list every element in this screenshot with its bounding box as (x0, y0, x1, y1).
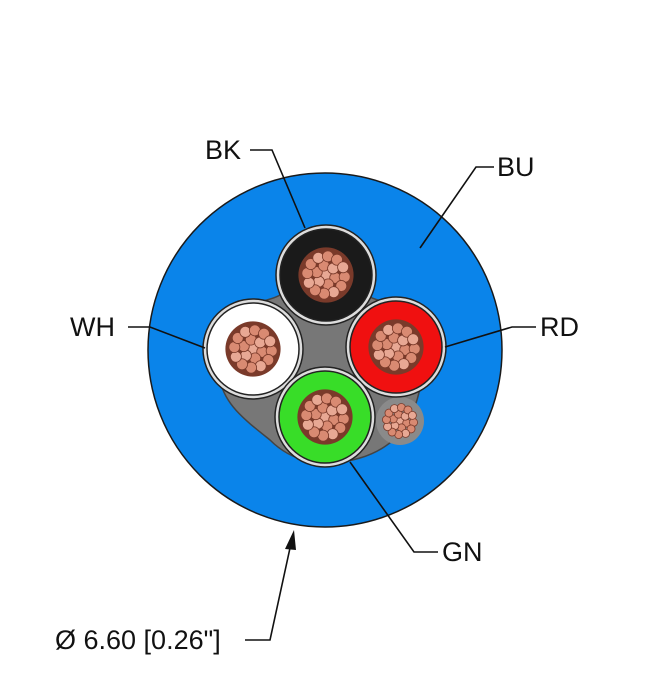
copper-strand (264, 335, 277, 348)
copper-strand (229, 350, 242, 363)
label-rd: RD (540, 312, 579, 342)
core-red (345, 296, 447, 398)
label-bu: BU (497, 152, 535, 182)
core-black (275, 224, 377, 326)
copper-strand (372, 348, 385, 361)
leader-bk (250, 149, 306, 229)
label-diameter: Ø 6.60 [0.26"] (55, 625, 221, 655)
label-gn: GN (442, 537, 483, 567)
copper-strand (326, 428, 339, 441)
leader-wh (128, 326, 206, 349)
leader-rd (444, 326, 536, 348)
copper-strand (337, 261, 350, 274)
label-bk: BK (205, 135, 242, 165)
leader-diameter (245, 547, 291, 641)
copper-strand (327, 286, 340, 299)
drain-conductor (376, 397, 424, 445)
copper-strand (382, 323, 395, 336)
copper-strand (301, 418, 314, 431)
label-wh: WH (70, 312, 115, 342)
copper-strand (311, 393, 324, 406)
copper-strand (254, 360, 267, 373)
copper-strand (407, 411, 417, 420)
copper-strand (407, 333, 420, 346)
copper-strand (312, 251, 325, 264)
core-white (202, 298, 304, 400)
copper-strand (239, 325, 252, 338)
leader-bu (419, 166, 494, 249)
copper-strand (397, 358, 410, 371)
diameter-arrowhead (285, 530, 296, 550)
copper-strand (302, 276, 315, 289)
leader-gn (349, 461, 438, 553)
copper-strand (336, 403, 349, 416)
core-green (274, 366, 376, 468)
